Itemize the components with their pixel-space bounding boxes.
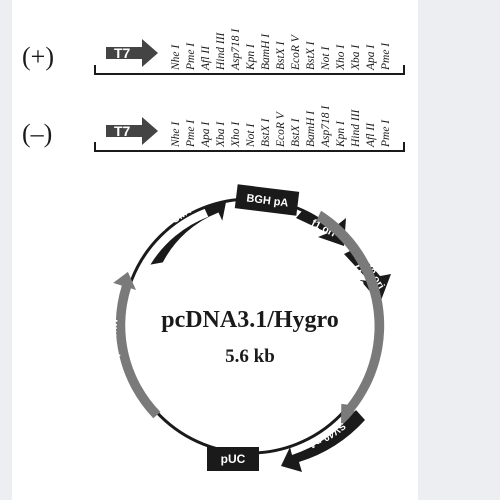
minus-site-15: Pme I [380, 119, 392, 148]
background-left-band [0, 0, 12, 500]
plus-strand-label: (+) [22, 42, 54, 71]
t7-promoter-label: T7 [114, 123, 131, 139]
minus-site-8: EcoR V [275, 110, 287, 148]
sv40-pa-arrow [281, 410, 365, 472]
pcmv-feature: PCMV [150, 199, 227, 265]
pcmv-label: PCMV [155, 200, 196, 235]
plus-restriction-sites: Nhe I Pme I Afl II Hind III Asp718 I Kpn… [170, 28, 392, 71]
background-right-band [418, 0, 500, 500]
plus-site-4: Hind III [215, 31, 227, 71]
plus-site-2: Pme I [185, 42, 197, 71]
plus-site-8: BstX I [275, 40, 287, 70]
plus-site-13: Xba I [350, 44, 362, 71]
plus-site-15: Pme I [380, 42, 392, 71]
plus-site-3: Afl II [200, 45, 212, 71]
t7-promoter-arrow [106, 117, 158, 145]
plasmid-name: pcDNA3.1/Hygro [161, 307, 339, 333]
plus-site-10: BstX I [305, 40, 317, 70]
minus-site-3: Apa I [200, 121, 212, 148]
hygromycin-arrow [316, 210, 385, 426]
minus-site-4: Xba I [215, 121, 227, 148]
ampicillin-feature: Ampicillin [105, 271, 161, 419]
minus-mcs-bracket [94, 142, 405, 152]
plus-site-9: EcoR V [290, 33, 302, 71]
puc-label: pUC [221, 452, 246, 466]
plus-site-14: Apa I [365, 44, 377, 71]
minus-site-1: Nhe I [170, 121, 182, 148]
minus-strand-label: (–) [22, 119, 52, 148]
bgh-pa-label: BGH pA [246, 192, 289, 209]
minus-site-2: Pme I [185, 119, 197, 148]
pcmv-arrow [150, 199, 227, 265]
minus-site-11: Asp718 I [320, 105, 332, 148]
minus-strand-map: (–) T7 Nhe I Pme I Apa I Xba I Xho I Not… [22, 105, 405, 152]
minus-site-6: Not I [245, 123, 257, 148]
plus-strand-map: (+) T7 Nhe I Pme I Afl II Hind III Asp71… [22, 28, 405, 75]
minus-site-5: Xho I [230, 121, 242, 148]
plus-site-5: Asp718 I [230, 28, 242, 71]
puc-box [207, 447, 259, 471]
minus-restriction-sites: Nhe I Pme I Apa I Xba I Xho I Not I BstX… [170, 105, 392, 148]
sv40-pa-feature: SV40 pA [281, 410, 365, 472]
t7-promoter-arrow [106, 39, 158, 67]
plus-site-1: Nhe I [170, 44, 182, 71]
plus-site-7: BamH I [260, 33, 272, 70]
minus-site-13: Hind III [350, 108, 362, 148]
minus-site-14: Afl II [365, 122, 377, 148]
plasmid-size: 5.6 kb [225, 346, 275, 367]
minus-site-7: BstX I [260, 117, 272, 147]
ampicillin-arrow [113, 271, 161, 419]
plus-site-12: Xho I [335, 44, 347, 71]
f1-ori-arrow [296, 211, 346, 246]
minus-site-12: Kpn I [335, 120, 347, 148]
plus-site-6: Kpn I [245, 43, 257, 71]
puc-feature: pUC [207, 447, 259, 471]
minus-site-10: BamH I [305, 110, 317, 147]
plus-site-11: Not I [320, 46, 332, 71]
minus-site-9: BstX I [290, 117, 302, 147]
t7-promoter-label: T7 [114, 45, 131, 61]
plus-mcs-bracket [94, 65, 405, 75]
bgh-pa-feature: BGH pA [234, 184, 300, 216]
